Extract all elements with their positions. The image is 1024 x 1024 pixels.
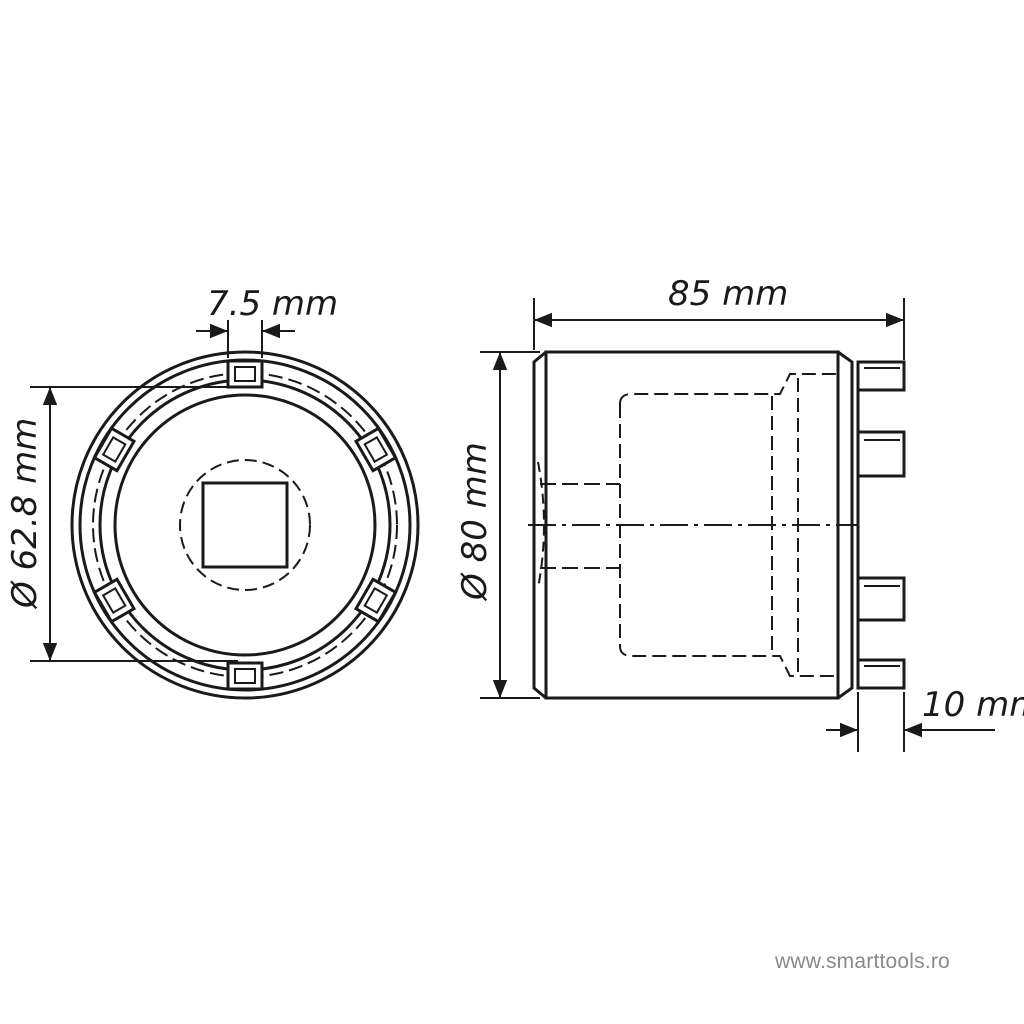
side-diameter-label: Ø 80 mm: [455, 442, 495, 602]
front-view: [70, 350, 420, 700]
pin-bottom: [856, 658, 906, 690]
watermark: www.smarttools.ro: [775, 950, 950, 973]
pin-upper: [856, 430, 906, 478]
outer-ring-inner-edge: [78, 358, 412, 692]
lug-lower-right: [353, 577, 398, 624]
inner-bore: [113, 393, 377, 657]
pin-top: [856, 360, 906, 392]
lug-upper-left: [92, 426, 137, 473]
front-diameter-label: Ø 62.8 mm: [5, 418, 45, 610]
hidden-cavity: [619, 373, 838, 677]
length-label: 85 mm: [668, 274, 788, 314]
inner-ring: [98, 378, 392, 672]
square-drive: [201, 481, 289, 569]
pin-length-label: 10 mm: [922, 685, 1024, 725]
pin-lower: [856, 576, 906, 622]
lug-width-label: 7.5 mm: [207, 284, 338, 324]
hidden-thread-ring: [92, 372, 398, 678]
dimension-side-diameter: [480, 351, 540, 699]
hidden-drive-circle: [179, 459, 311, 591]
lug-bottom: [226, 661, 264, 691]
outer-ring: [70, 350, 420, 700]
lug-upper-right: [353, 426, 398, 473]
dimension-lug-width: [196, 320, 295, 358]
dimension-pin-length: [826, 692, 995, 752]
lug-top: [226, 359, 264, 389]
lug-lower-left: [92, 577, 137, 624]
side-view: [528, 350, 906, 700]
dimension-length: [533, 298, 905, 360]
dimension-front-diameter: [30, 386, 238, 662]
